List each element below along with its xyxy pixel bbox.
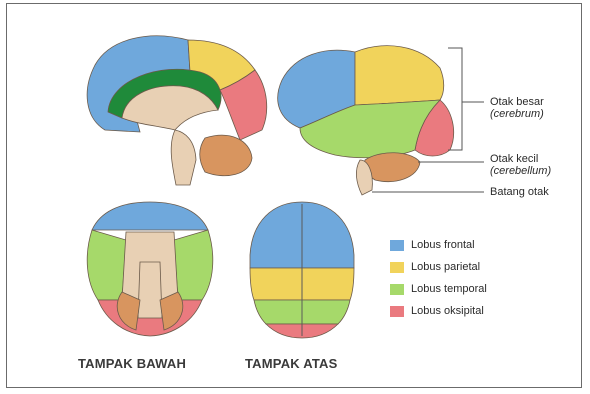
inferior-frontal-lobe xyxy=(92,202,208,230)
cerebrum-subtitle: (cerebrum) xyxy=(490,108,544,120)
superior-brain-view xyxy=(250,202,354,338)
red-swatch-icon xyxy=(390,306,404,317)
caption-top-view: TAMPAK ATAS xyxy=(245,356,337,371)
inferior-brain-view xyxy=(87,202,213,336)
blue-swatch-icon xyxy=(390,240,404,251)
brainstem-label: Batang otak xyxy=(490,186,549,198)
yellow-swatch-icon xyxy=(390,262,404,273)
medial-brainstem xyxy=(171,130,196,185)
cerebellum-label: Otak kecil (cerebellum) xyxy=(490,153,551,177)
inferior-temporal-right xyxy=(174,230,213,300)
legend-label-parietal: Lobus parietal xyxy=(411,261,480,273)
cerebrum-label: Otak besar (cerebrum) xyxy=(490,96,544,120)
legend-item-parietal: Lobus parietal xyxy=(390,256,487,278)
inferior-temporal-left xyxy=(87,230,126,300)
legend-item-temporal: Lobus temporal xyxy=(390,278,487,300)
legend-label-occipital: Lobus oksipital xyxy=(411,305,484,317)
inferior-brainstem xyxy=(138,262,162,318)
cerebellum-subtitle: (cerebellum) xyxy=(490,165,551,177)
cerebrum-title: Otak besar xyxy=(490,96,544,108)
cerebellum-title: Otak kecil xyxy=(490,153,551,165)
legend-label-frontal: Lobus frontal xyxy=(411,239,475,251)
legend-item-occipital: Lobus oksipital xyxy=(390,300,487,322)
medial-brain-view xyxy=(87,36,267,185)
medial-cerebellum xyxy=(200,135,252,176)
legend-label-temporal: Lobus temporal xyxy=(411,283,487,295)
legend-item-frontal: Lobus frontal xyxy=(390,234,487,256)
lobe-legend: Lobus frontal Lobus parietal Lobus tempo… xyxy=(390,234,487,322)
caption-bottom-view: TAMPAK BAWAH xyxy=(78,356,186,371)
lateral-brain-view xyxy=(278,46,454,195)
green-swatch-icon xyxy=(390,284,404,295)
lateral-parietal-lobe xyxy=(355,46,444,105)
